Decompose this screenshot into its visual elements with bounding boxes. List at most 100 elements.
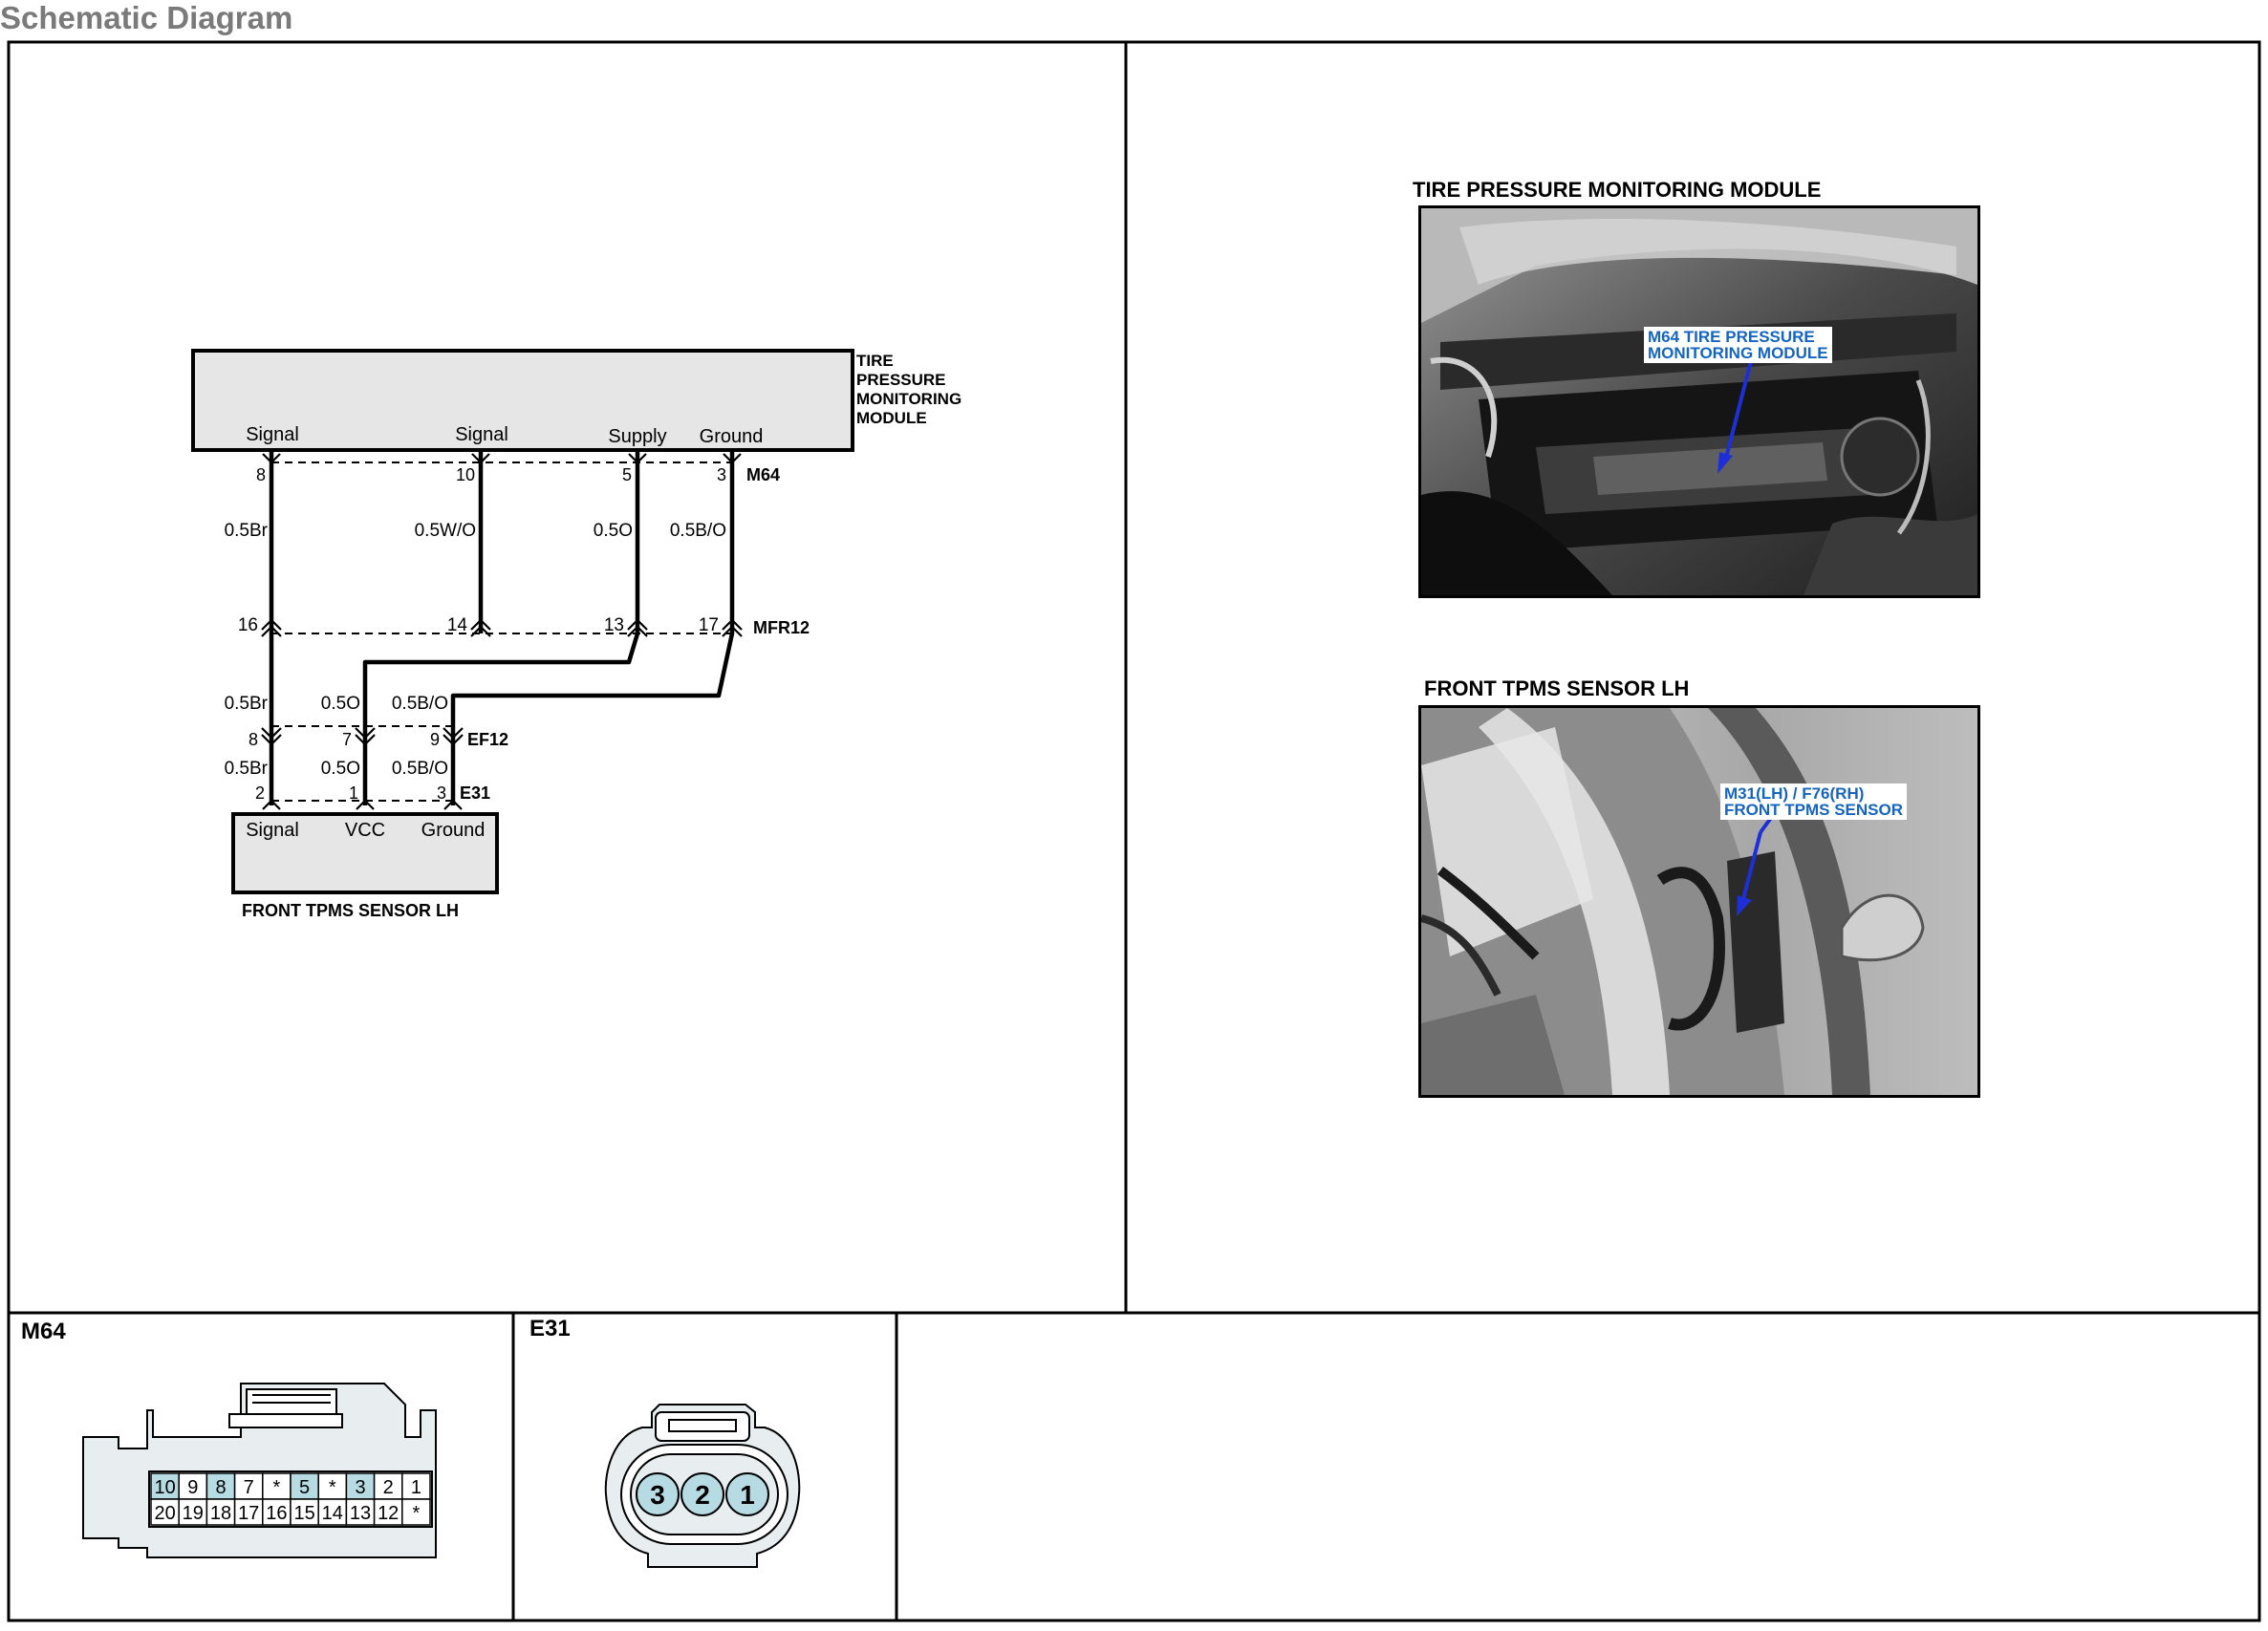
m64-pin-number: 12: [378, 1503, 399, 1524]
m64-pin-number: 20: [154, 1503, 175, 1524]
module-pin-label: Ground: [700, 426, 764, 447]
wire-supply: [362, 450, 640, 805]
ef12-terminal: [443, 734, 464, 746]
m64-pin-number: 18: [210, 1503, 231, 1524]
m64-pin-number: *: [329, 1477, 336, 1498]
mfr12-terminal: [470, 618, 491, 631]
m64-pin-cell: [178, 1498, 208, 1526]
e31-pin-number: 2: [695, 1480, 710, 1510]
m64-pin-number: 13: [350, 1503, 371, 1524]
connector-chevrons: [261, 453, 743, 810]
wire-label: 0.5B/O: [670, 521, 726, 541]
module-name-line: TIRE: [856, 352, 894, 370]
ef12-pins: 8 7 9: [248, 730, 440, 749]
pin-number: 1: [349, 783, 358, 803]
mfr12-terminal: [627, 625, 648, 637]
m64-pin-cell: [373, 1472, 403, 1500]
top-wire-labels: 0.5Br 0.5W/O 0.5O 0.5B/O: [225, 521, 726, 541]
m64-pin-number: 8: [215, 1477, 226, 1498]
module-pin-labels: Signal Signal Supply Ground: [246, 424, 763, 447]
low-wire-labels: 0.5Br 0.5O 0.5B/O: [225, 759, 448, 779]
m64-pin-number: 19: [183, 1503, 204, 1524]
pin-number: 3: [437, 783, 446, 803]
pin-number: 10: [456, 465, 475, 484]
m64-connector-label: M64: [746, 465, 780, 484]
ef12-terminal: [261, 727, 282, 740]
mfr12-terminal: [470, 625, 491, 637]
m64-pins: 8 10 5 3: [256, 465, 726, 484]
m64-pin-number: 16: [266, 1503, 287, 1524]
ef12-terminal: [355, 727, 376, 740]
m64-pin-number: 5: [299, 1477, 310, 1498]
m64-pin-cell: [150, 1472, 180, 1500]
wire-label: 0.5O: [321, 759, 360, 779]
photo-illustration: [1421, 208, 1977, 595]
wires: [269, 450, 735, 805]
m64-pin-cell: [262, 1498, 292, 1526]
wire-label: 0.5Br: [225, 694, 269, 714]
e31-pin-cell: [680, 1472, 724, 1516]
photo-title: FRONT TPMS SENSOR LH: [1424, 676, 1690, 700]
wire-label: 0.5Br: [225, 759, 269, 779]
m64-terminal: [262, 453, 281, 464]
mfr12-terminal: [722, 618, 743, 631]
e31-pin-cell: [725, 1472, 769, 1516]
wire-label: 0.5O: [321, 694, 360, 714]
mfr12-terminal: [627, 618, 648, 631]
m64-pin-cell: [401, 1498, 431, 1526]
m64-pin-number: 15: [293, 1503, 314, 1524]
m64-view-label: M64: [21, 1319, 66, 1344]
ef12-terminal: [261, 734, 282, 746]
pin-number: 14: [447, 615, 468, 635]
e31-pin-number: 3: [650, 1480, 665, 1510]
pin-number: 8: [256, 465, 266, 484]
mfr12-terminal: [722, 625, 743, 637]
mfr12-terminal: [261, 618, 282, 631]
pin-number: 17: [699, 615, 719, 635]
e31-terminal: [443, 799, 463, 810]
pin-number: 2: [255, 783, 265, 803]
pin-number: 8: [248, 730, 258, 749]
wire-label: 0.5O: [594, 521, 633, 541]
sensor-name: FRONT TPMS SENSOR LH: [242, 901, 459, 920]
m64-pin-cell: [317, 1498, 348, 1526]
m64-pin-cell: [345, 1472, 376, 1500]
m64-pin-number: 17: [238, 1503, 259, 1524]
e31-terminal: [356, 799, 375, 810]
sensor-pin-labels: Signal VCC Ground: [246, 820, 485, 841]
m64-pin-cell: [290, 1498, 319, 1526]
pin-number: 16: [238, 615, 258, 635]
e31-view-label: E31: [529, 1316, 571, 1341]
m64-pin-cell: [150, 1498, 180, 1526]
m64-terminal: [628, 453, 647, 464]
wire-label: 0.5Br: [225, 521, 269, 541]
sensor-pin-label: VCC: [345, 820, 385, 841]
module-name-line: PRESSURE: [856, 371, 946, 389]
mfr12-pins: 16 14 13 17: [238, 615, 719, 635]
module-location-photo: M64 TIRE PRESSURE MONITORING MODULE: [1418, 205, 1980, 598]
mid-wire-labels: 0.5Br 0.5O 0.5B/O: [225, 694, 448, 714]
m64-pin-number: 10: [154, 1477, 175, 1498]
sensor-pin-label: Signal: [246, 820, 299, 841]
m64-pin-number: 1: [411, 1477, 421, 1498]
m64-pin-number: 3: [355, 1477, 365, 1498]
m64-pin-cell: [178, 1472, 208, 1500]
m64-pin-number: *: [413, 1503, 421, 1524]
photo-title: TIRE PRESSURE MONITORING MODULE: [1413, 178, 1822, 202]
mfr12-connector-label: MFR12: [753, 618, 810, 637]
pin-number: 9: [430, 730, 440, 749]
module-pin-label: Supply: [608, 426, 666, 447]
module-name-line: MODULE: [856, 409, 927, 427]
pin-number: 13: [604, 615, 624, 635]
module-name: TIRE PRESSURE MONITORING MODULE: [856, 352, 961, 427]
m64-terminal: [723, 453, 742, 464]
pin-number: 3: [717, 465, 726, 484]
ef12-terminal: [443, 727, 464, 740]
pin-number: 7: [342, 730, 352, 749]
sensor-location-photo: M31(LH) / F76(RH) FRONT TPMS SENSOR: [1418, 705, 1980, 1098]
m64-pin-number: 2: [383, 1477, 394, 1498]
e31-terminal: [262, 799, 281, 810]
page-frame: [7, 40, 2261, 1622]
